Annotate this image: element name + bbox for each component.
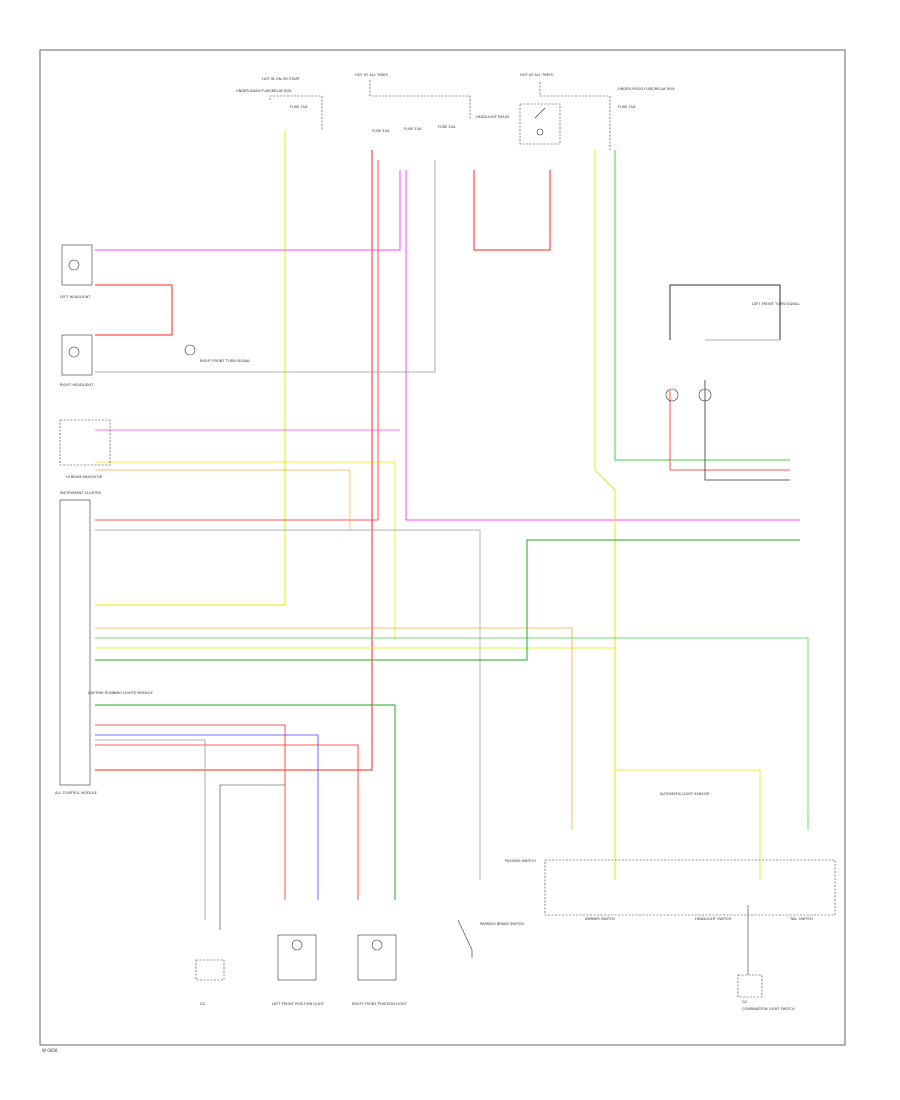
right-side-bulb-2	[698, 388, 712, 402]
wire-black-ground	[219, 784, 285, 930]
wire-green-2	[95, 637, 809, 830]
junction-connector	[184, 344, 196, 356]
left-headlight-label: LEFT HEADLIGHT	[60, 295, 91, 299]
label-hot-left: HOT IN ON OR START	[262, 77, 301, 81]
ground-right-label: G2	[742, 1000, 747, 1004]
headlight-relay-label: HEADLIGHT RELAY	[476, 115, 510, 119]
wire-red-headlight	[95, 284, 173, 336]
dimmer-switch-label: DIMMER SWITCH	[585, 917, 615, 921]
right-front-light-bulb	[371, 939, 383, 951]
label-hot-right: HOT AT ALL TIMES	[520, 73, 554, 77]
wire-black-right-headlight	[704, 380, 790, 481]
wire-red-3	[95, 724, 286, 900]
fuse-b-label: FUSE 10A	[372, 129, 390, 133]
tail-switch-label: TAIL SWITCH	[789, 917, 813, 921]
left-front-turn-label: LEFT FRONT TURN SIGNAL	[752, 302, 799, 306]
label-under-dash-box: UNDER-DASH FUSE/RELAY BOX	[236, 89, 292, 93]
headlight-switch-label: HEADLIGHT SWITCH	[695, 917, 731, 921]
hi-beam-indicator-label: HI BEAM INDICATOR	[66, 475, 103, 479]
right-headlight-bulb	[68, 346, 80, 358]
wire-black-top-right	[669, 284, 781, 340]
right-headlight-label: RIGHT HEADLIGHT	[60, 383, 94, 387]
right-front-lights-label: RIGHT FRONT POSITION LIGHT	[352, 1002, 408, 1006]
right-fuse-box-outline	[539, 82, 611, 150]
wire-yellow-right	[594, 150, 616, 880]
ground-left-label: G1	[200, 1002, 205, 1006]
dimmer-module-label: DAYTIME RUNNING LIGHTS MODULE	[88, 691, 154, 695]
mid-fuse-box-outline	[369, 80, 471, 120]
wire-orange-cluster	[95, 469, 351, 530]
instrument-cluster-box	[59, 499, 91, 786]
fuse-a-label: FUSE 15A	[290, 105, 308, 109]
wire-yellow-light-sensor	[615, 769, 761, 880]
ground-left-symbol	[195, 959, 225, 981]
right-side-bulb-1	[665, 388, 679, 402]
wire-yellow-cluster-1	[95, 461, 396, 640]
combination-switch-label: COMBINATION LIGHT SWITCH	[742, 1007, 795, 1011]
instrument-cluster-label: INSTRUMENT CLUSTER	[60, 491, 101, 495]
right-front-turn-label: RIGHT FRONT TURN SIGNAL	[200, 359, 250, 363]
wire-gray-3	[95, 739, 206, 920]
wire-yellow-left	[95, 130, 286, 606]
label-hot-mid: HOT AT ALL TIMES	[355, 73, 389, 77]
wire-darkgreen-3	[95, 704, 396, 900]
wire-red-4	[95, 744, 359, 900]
wire-gray-hi-beam	[95, 160, 436, 373]
wire-green-right	[614, 150, 790, 461]
right-front-light-box	[357, 934, 397, 981]
left-front-lights-label: LEFT FRONT POSITION LIGHT	[272, 1002, 325, 1006]
wire-pink-long	[405, 170, 800, 521]
left-front-light-bulb	[291, 939, 303, 951]
fuse-c-label: FUSE 10A	[404, 127, 422, 131]
passing-switch-label: PASSING SWITCH	[505, 859, 536, 863]
headlight-relay	[519, 103, 561, 145]
wire-red-right-headlight	[669, 390, 790, 471]
wire-orange-2	[95, 627, 573, 830]
wire-darkgreen-2	[95, 539, 800, 661]
footer-code: W 0000	[42, 1048, 58, 1053]
hi-beam-indicator-box	[59, 419, 111, 466]
light-sensor-label: AUTOMATIC LIGHT SENSOR	[660, 792, 710, 796]
label-underhood-box: UNDER-HOOD FUSE/RELAY BOX	[618, 87, 675, 91]
fuse-e-label: FUSE 15A	[618, 105, 636, 109]
all-control-label: ALL CONTROL MODULE	[55, 791, 98, 795]
wire-gray-cluster	[95, 529, 481, 880]
wire-red-b	[95, 160, 379, 521]
parking-brake-label: PARKING BRAKE SWITCH	[480, 922, 524, 926]
wire-red-relay-loop	[473, 170, 551, 251]
combination-switch-box	[544, 859, 836, 916]
left-front-light-box	[277, 934, 317, 981]
ground-right-symbol	[737, 974, 763, 998]
fuse-d-label: FUSE 20A	[438, 125, 456, 129]
wire-pink-left-headlight	[95, 170, 401, 251]
relay-contact	[534, 107, 546, 119]
wire-blue	[95, 734, 319, 900]
under-dash-box-outline	[269, 95, 323, 130]
relay-coil	[536, 128, 544, 136]
parking-brake-symbol	[457, 919, 473, 958]
right-headlight-symbol	[61, 334, 93, 376]
diagram-border	[39, 49, 846, 1046]
left-headlight-bulb	[68, 259, 80, 271]
wire-red-main	[95, 150, 373, 771]
left-headlight-symbol	[61, 244, 93, 286]
